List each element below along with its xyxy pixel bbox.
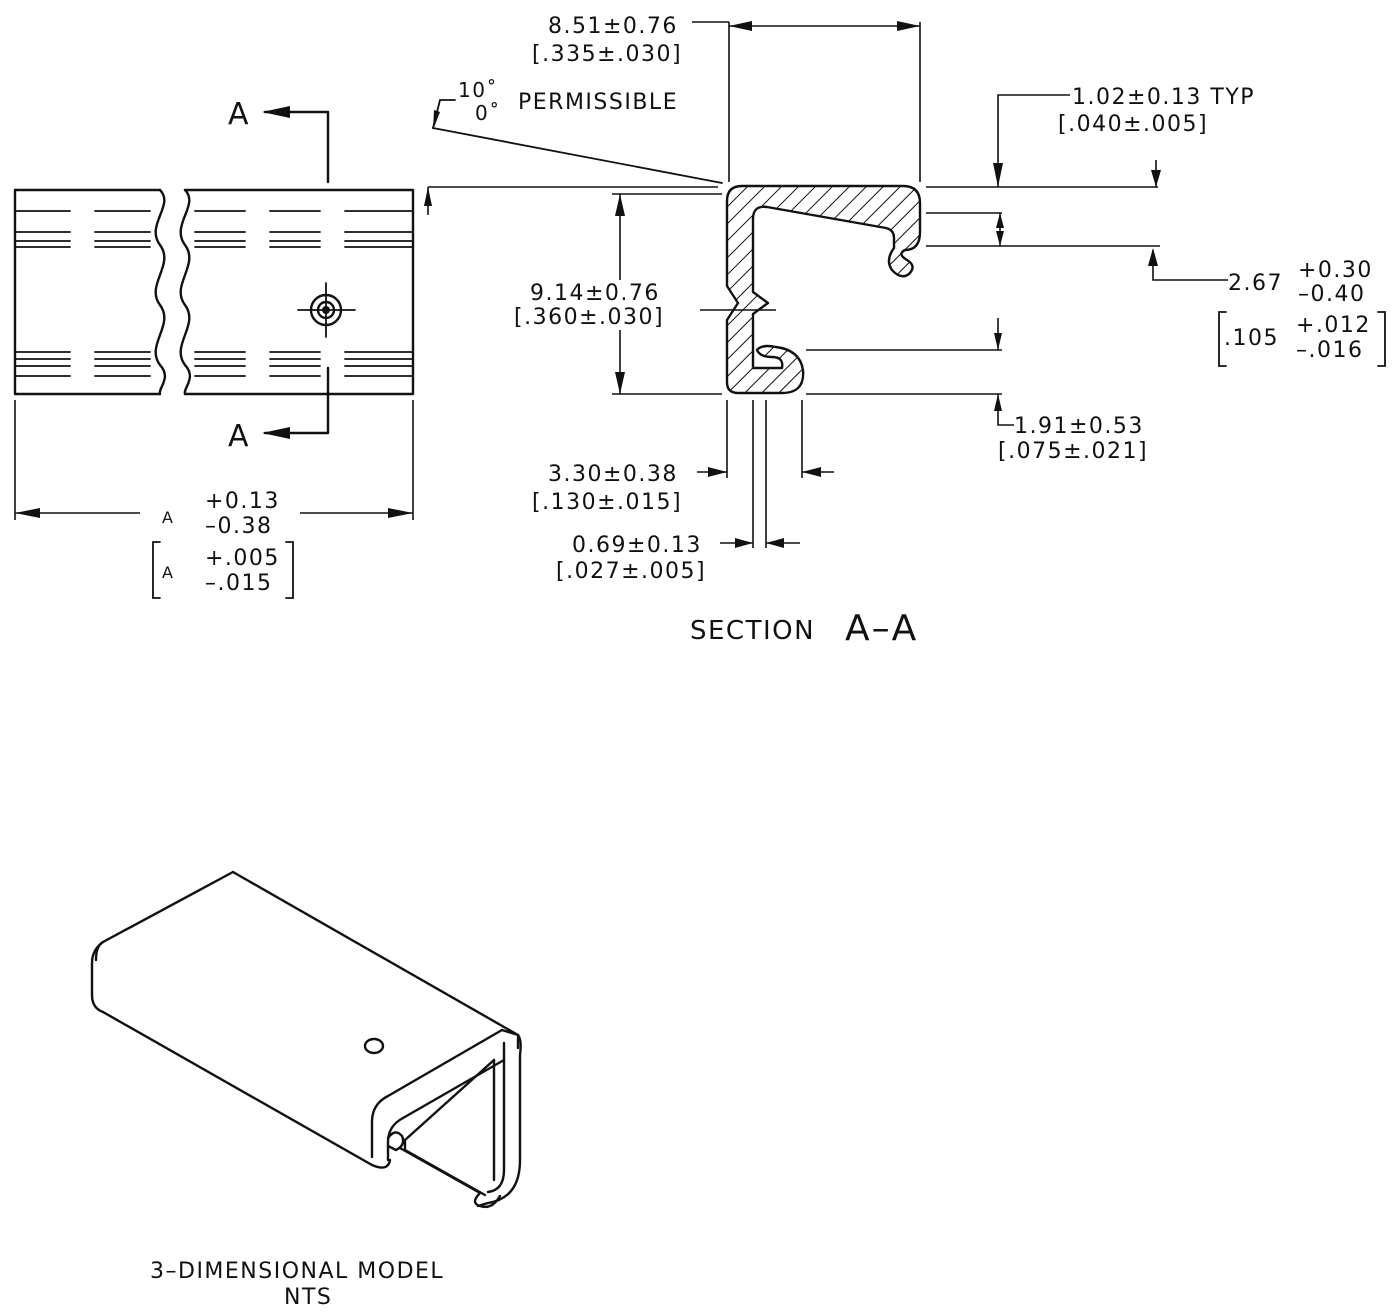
lip-gap-minus-mm: –0.40 <box>1298 282 1365 307</box>
lip-gap-nominal-mm: 2.67 <box>1228 271 1283 296</box>
length-minus-in: –.015 <box>205 571 272 596</box>
thickness-mm: 1.02±0.13 TYP <box>1072 85 1255 110</box>
hidden-lines <box>14 210 414 377</box>
cut-mark-top: A <box>228 97 251 132</box>
hole-center-mark <box>297 282 356 338</box>
width-mm: 8.51±0.76 <box>548 14 678 39</box>
section-letters: A–A <box>845 608 918 649</box>
model-caption-line2: NTS <box>284 1285 332 1310</box>
cut-mark-bottom: A <box>228 419 251 454</box>
length-label-in: A <box>162 563 174 582</box>
height-mm: 9.14±0.76 <box>530 281 660 306</box>
section-profile <box>725 184 922 395</box>
lip-gap-plus-mm: +0.30 <box>1298 258 1373 283</box>
break-line-right <box>179 188 191 396</box>
angle-upper: 10˚ <box>458 78 498 102</box>
material-mm: 0.69±0.13 <box>572 533 702 558</box>
three-d-model: 3–DIMENSIONAL MODEL NTS <box>90 870 522 1310</box>
lip-gap-nominal-in: .105 <box>1224 326 1279 351</box>
height-inch: [.360±.030] <box>514 305 664 330</box>
side-view: A A A +0.13 –0.38 A +.005 –.015 <box>13 97 415 599</box>
length-plus-mm: +0.13 <box>205 489 280 514</box>
width-inch: [.335±.030] <box>532 42 682 67</box>
length-label: A <box>162 508 174 527</box>
angle-lower: 0˚ <box>475 101 501 125</box>
lip-gap-plus-in: +.012 <box>1296 313 1371 338</box>
section-a-a: 10˚ 0˚ PERMISSIBLE 8.51±0.76 [.335±.030]… <box>424 14 1386 649</box>
foot-width-mm: 3.30±0.38 <box>548 462 678 487</box>
foot-height-inch: [.075±.021] <box>998 439 1148 464</box>
angle-note-text: PERMISSIBLE <box>518 90 678 115</box>
length-plus-in: +.005 <box>205 546 280 571</box>
hole <box>363 1037 385 1055</box>
section-word: SECTION <box>690 616 815 646</box>
thickness-inch: [.040±.005] <box>1058 112 1208 137</box>
lip-gap-minus-in: –.016 <box>1296 338 1363 363</box>
material-inch: [.027±.005] <box>556 559 706 584</box>
foot-height-mm: 1.91±0.53 <box>1014 414 1144 439</box>
foot-width-inch: [.130±.015] <box>532 490 682 515</box>
length-minus-mm: –0.38 <box>205 514 272 539</box>
model-caption-line1: 3–DIMENSIONAL MODEL <box>150 1259 444 1284</box>
break-line-left <box>154 188 166 396</box>
